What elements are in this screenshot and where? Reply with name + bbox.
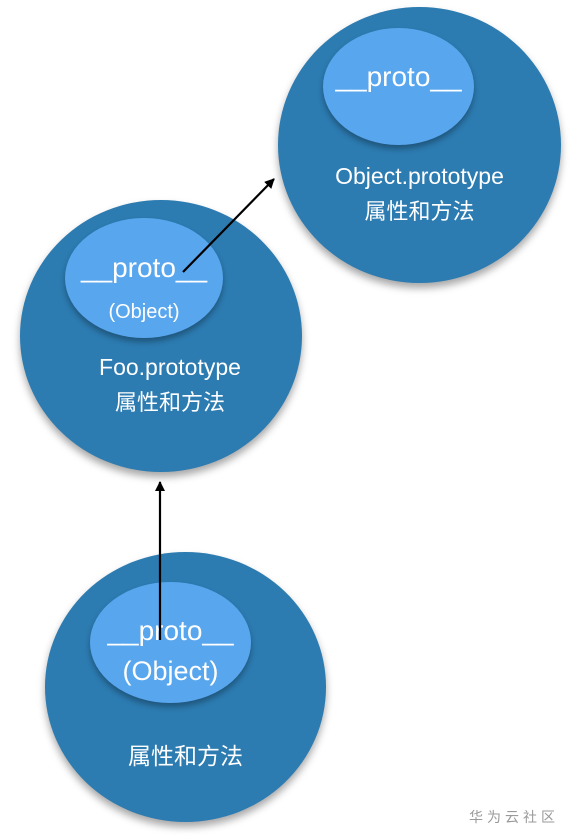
- watermark: 华为云社区: [469, 810, 559, 826]
- instance-proto-type: (Object): [122, 656, 219, 686]
- instance-proto-circle: [90, 582, 251, 703]
- instance-proto-label: __proto__: [107, 615, 234, 646]
- foo-prototype-subtitle: 属性和方法: [114, 391, 225, 416]
- foo-prototype-proto-type: (Object): [108, 301, 180, 323]
- object-prototype-proto-circle: [323, 28, 474, 145]
- foo-prototype-proto-circle: [65, 218, 223, 338]
- arrow-foo-to-object: [182, 178, 275, 273]
- object-prototype-proto-label: __proto__: [335, 61, 462, 92]
- object-prototype-title: Object.prototype: [335, 163, 504, 189]
- foo-prototype-title: Foo.prototype: [99, 354, 241, 380]
- object-prototype-subtitle: 属性和方法: [364, 200, 475, 225]
- instance-subtitle: 属性和方法: [128, 744, 243, 770]
